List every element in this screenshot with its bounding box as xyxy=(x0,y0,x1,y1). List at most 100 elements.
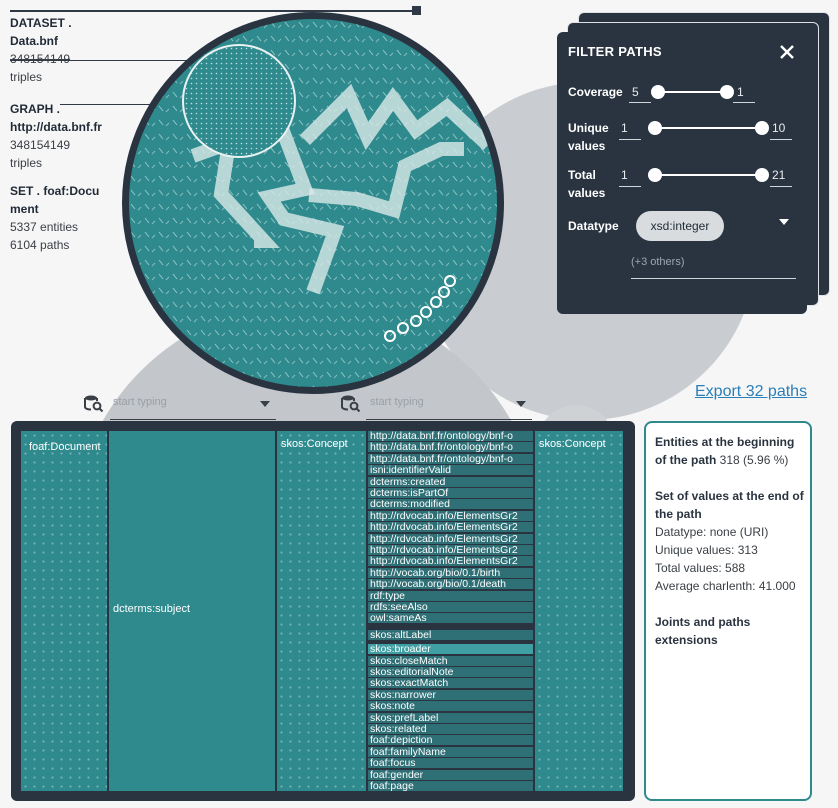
path-row[interactable]: dcterms:isPartOf xyxy=(368,488,533,498)
path-row[interactable]: rdf:type xyxy=(368,590,533,601)
unique-max-knob[interactable] xyxy=(755,121,769,135)
entity-circle[interactable] xyxy=(182,44,296,158)
path-row[interactable]: foaf:focus xyxy=(368,758,533,769)
path-row[interactable]: rdfs:seeAlso xyxy=(368,602,533,612)
database-search-icon[interactable] xyxy=(84,394,104,413)
unique-min-line xyxy=(619,139,641,140)
filter-panel: FILTER PATHS Coverage 5 1 Unique values … xyxy=(557,32,807,314)
dataset-info: DATASET . Data.bnf 348154149 triples xyxy=(10,14,72,86)
coverage-min[interactable]: 5 xyxy=(632,85,639,99)
path-row[interactable]: skos:prefLabel xyxy=(368,712,533,723)
top-slider-handle[interactable] xyxy=(412,6,421,15)
unique-min[interactable]: 1 xyxy=(621,121,628,135)
unique-max[interactable]: 10 xyxy=(772,121,786,135)
dataset-count: 348154149 xyxy=(10,52,71,66)
total-max[interactable]: 21 xyxy=(772,168,786,182)
path-row[interactable]: http://data.bnf.fr/ontology/bnf-o xyxy=(368,442,533,453)
search-input-1[interactable]: start typing xyxy=(113,396,167,408)
total-min-knob[interactable] xyxy=(648,168,662,182)
path-row[interactable]: dcterms:modified xyxy=(368,499,533,510)
path-row[interactable]: http://rdvocab.info/ElementsGr2 xyxy=(368,522,533,533)
column-end-class[interactable]: skos:Concept xyxy=(535,431,623,791)
values-datatype: Datatype: none (URI) xyxy=(655,525,769,539)
total-label-1: Total xyxy=(568,168,596,182)
unique-label-2: values xyxy=(568,139,606,153)
top-slider-track[interactable] xyxy=(10,10,417,12)
path-row[interactable]: http://rdvocab.info/ElementsGr2 xyxy=(368,533,533,544)
column-middle-label: skos:Concept xyxy=(281,438,348,450)
search-input-2[interactable]: start typing xyxy=(370,396,424,408)
datatype-label: Datatype xyxy=(568,219,619,233)
graph-connector xyxy=(60,104,195,105)
datatype-others[interactable]: (+3 others) xyxy=(631,256,685,268)
filter-title: FILTER PATHS xyxy=(568,44,662,59)
coverage-max[interactable]: 1 xyxy=(737,85,744,99)
set-paths: 6104 paths xyxy=(10,238,70,252)
unique-label-1: Unique xyxy=(568,121,609,135)
column-property[interactable]: dcterms:subject xyxy=(109,431,275,791)
path-row[interactable]: http://data.bnf.fr/ontology/bnf-o xyxy=(368,431,533,441)
path-row[interactable]: skos:closeMatch xyxy=(368,655,533,666)
export-paths-link[interactable]: Export 32 paths xyxy=(695,383,808,400)
path-row[interactable]: skos:editorialNote xyxy=(368,667,533,677)
unique-values-label: Unique values xyxy=(568,119,609,155)
path-row[interactable]: owl:sameAs xyxy=(368,613,533,624)
unique-max-line xyxy=(770,139,792,140)
path-row[interactable]: foaf:familyName xyxy=(368,746,533,757)
path-row[interactable]: skos:altLabel xyxy=(368,629,533,640)
chevron-down-icon[interactable] xyxy=(779,219,789,225)
path-row[interactable]: skos:broader xyxy=(368,644,533,655)
path-row[interactable]: http://rdvocab.info/ElementsGr2 xyxy=(368,510,533,521)
column-middle-class[interactable]: skos:Concept xyxy=(277,431,366,791)
coverage-label: Coverage xyxy=(568,85,623,99)
path-info-card: Entities at the beginning of the path 31… xyxy=(644,421,812,801)
path-row[interactable]: http://vocab.org/bio/0.1/death xyxy=(368,579,533,590)
path-row[interactable]: skos:narrower xyxy=(368,689,533,700)
total-values-label: Total values xyxy=(568,166,605,202)
total-track[interactable] xyxy=(654,174,762,176)
path-row[interactable]: http://vocab.org/bio/0.1/birth xyxy=(368,567,533,578)
unique-track[interactable] xyxy=(654,127,762,129)
entities-value: 318 (5.96 %) xyxy=(719,453,789,467)
entities-block: Entities at the beginning of the path 31… xyxy=(655,433,807,469)
path-row[interactable]: foaf:depiction xyxy=(368,735,533,746)
search-underline-2 xyxy=(366,419,532,420)
coverage-max-line xyxy=(733,102,755,103)
path-row[interactable]: dcterms:created xyxy=(368,476,533,487)
total-min-line xyxy=(619,186,641,187)
dot-pattern xyxy=(184,46,294,156)
path-row[interactable]: http://rdvocab.info/ElementsGr2 xyxy=(368,556,533,567)
coverage-max-knob[interactable] xyxy=(720,85,734,99)
path-row[interactable]: isni:identifierValid xyxy=(368,465,533,476)
database-search-icon[interactable] xyxy=(341,394,361,413)
set-heading-cont: ment xyxy=(10,202,39,216)
path-row[interactable]: foaf:page xyxy=(368,781,533,791)
path-row[interactable]: http://rdvocab.info/ElementsGr2 xyxy=(368,545,533,555)
chevron-down-icon[interactable] xyxy=(516,401,526,407)
coverage-track[interactable] xyxy=(657,91,727,93)
close-icon[interactable] xyxy=(779,42,795,64)
search-underline-1 xyxy=(110,419,276,420)
column-property-label: dcterms:subject xyxy=(113,603,191,615)
paths-overview-circle[interactable] xyxy=(122,12,504,394)
total-max-knob[interactable] xyxy=(755,168,769,182)
chevron-down-icon[interactable] xyxy=(260,401,270,407)
total-max-line xyxy=(770,186,792,187)
path-row[interactable]: skos:note xyxy=(368,701,533,712)
datatype-chip[interactable]: xsd:integer xyxy=(636,211,724,241)
values-title: Set of values at the end of the path xyxy=(655,489,804,521)
unique-min-knob[interactable] xyxy=(648,121,662,135)
path-row[interactable]: skos:exactMatch xyxy=(368,678,533,689)
column-start-class[interactable]: foaf:Document xyxy=(21,431,107,791)
path-row[interactable]: http://data.bnf.fr/ontology/bnf-o xyxy=(368,453,533,464)
graph-count: 348154149 xyxy=(10,138,71,152)
total-label-2: values xyxy=(568,186,606,200)
path-row[interactable]: skos:related xyxy=(368,724,533,734)
path-row[interactable]: foaf:gender xyxy=(368,769,533,780)
coverage-min-knob[interactable] xyxy=(651,85,665,99)
set-heading: SET . foaf:Docu xyxy=(10,184,100,198)
total-min[interactable]: 1 xyxy=(621,168,628,182)
graph-info: GRAPH . http://data.bnf.fr 348154149 tri… xyxy=(10,100,102,172)
joints-title[interactable]: Joints and paths extensions xyxy=(655,615,751,647)
